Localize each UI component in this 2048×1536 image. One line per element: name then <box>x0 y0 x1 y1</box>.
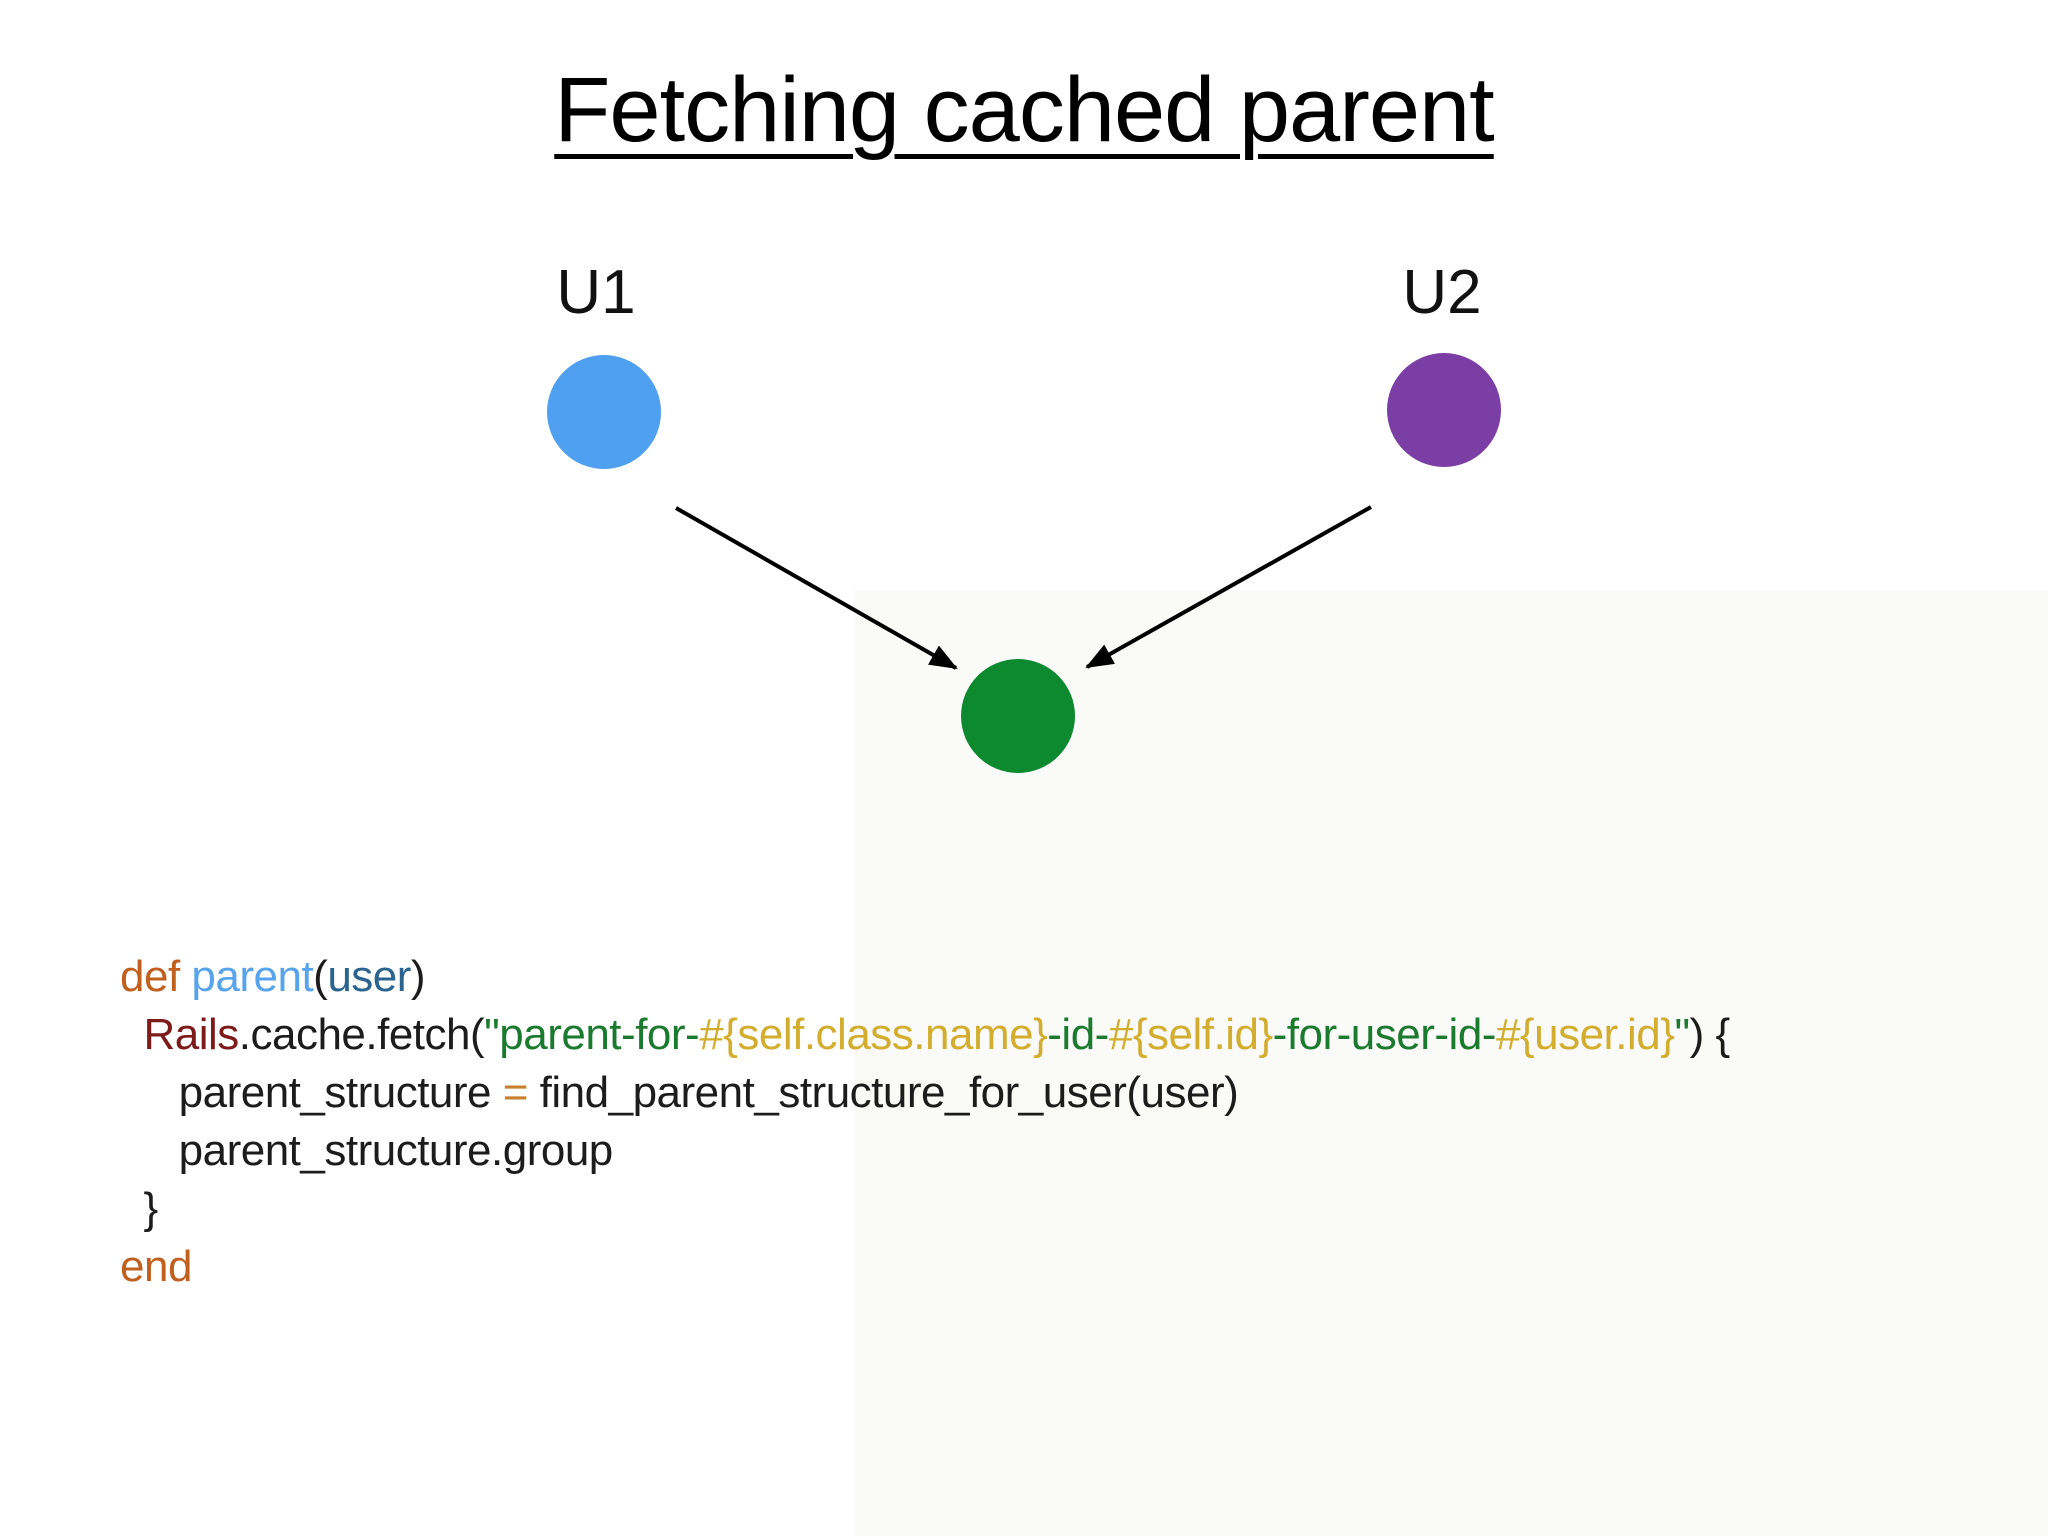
code-line: } <box>120 1180 1730 1238</box>
code-line: def parent(user) <box>120 948 1730 1006</box>
node-u2-label: U2 <box>1402 258 1481 327</box>
code-token-interp: #{user.id} <box>1495 1010 1675 1059</box>
code-line: parent_structure = find_parent_structure… <box>120 1064 1730 1122</box>
code-token-kw: end <box>120 1242 192 1291</box>
edge-arrow-u2-to-group <box>1085 505 1372 669</box>
code-token-plain: ) { <box>1689 1010 1731 1059</box>
node-group-circle <box>961 659 1075 773</box>
code-line: parent_structure.group <box>120 1122 1730 1180</box>
code-token-plain: } <box>143 1184 158 1233</box>
code-block: def parent(user) Rails.cache.fetch("pare… <box>120 948 1730 1296</box>
code-token-str: -id- <box>1047 1010 1109 1059</box>
code-indent <box>120 1184 143 1233</box>
code-token-plain <box>180 952 192 1001</box>
code-token-interp: #{self.class.name} <box>699 1010 1048 1059</box>
slide-title: Fetching cached parent <box>554 59 1495 161</box>
code-token-str: "parent-for- <box>484 1010 700 1059</box>
code-token-const: Rails <box>143 1010 239 1059</box>
code-line: Rails.cache.fetch("parent-for-#{self.cla… <box>120 1006 1730 1064</box>
node-u1-circle <box>547 355 661 469</box>
code-token-plain: .cache.fetch( <box>238 1010 485 1059</box>
code-token-str: -for-user-id- <box>1272 1010 1497 1059</box>
node-u2-circle <box>1387 353 1501 467</box>
code-token-str: " <box>1674 1010 1690 1059</box>
code-token-meth: parent <box>191 952 314 1001</box>
node-u1-label: U1 <box>556 258 635 327</box>
code-token-kw: def <box>120 952 180 1001</box>
code-indent <box>120 1068 179 1117</box>
code-token-op: = <box>502 1068 529 1117</box>
code-token-plain: find_parent_structure_for_user(user) <box>527 1068 1239 1117</box>
code-indent <box>120 1126 179 1175</box>
code-line: end <box>120 1238 1730 1296</box>
edge-arrow-u1-to-group <box>675 506 958 670</box>
code-token-plain: parent_structure <box>178 1068 503 1117</box>
code-token-plain: ) <box>410 952 426 1001</box>
code-token-plain: ( <box>313 952 328 1001</box>
code-token-interp: #{self.id} <box>1108 1010 1273 1059</box>
code-token-plain: parent_structure.group <box>178 1126 614 1175</box>
code-token-param: user <box>327 952 411 1001</box>
code-indent <box>120 1010 143 1059</box>
